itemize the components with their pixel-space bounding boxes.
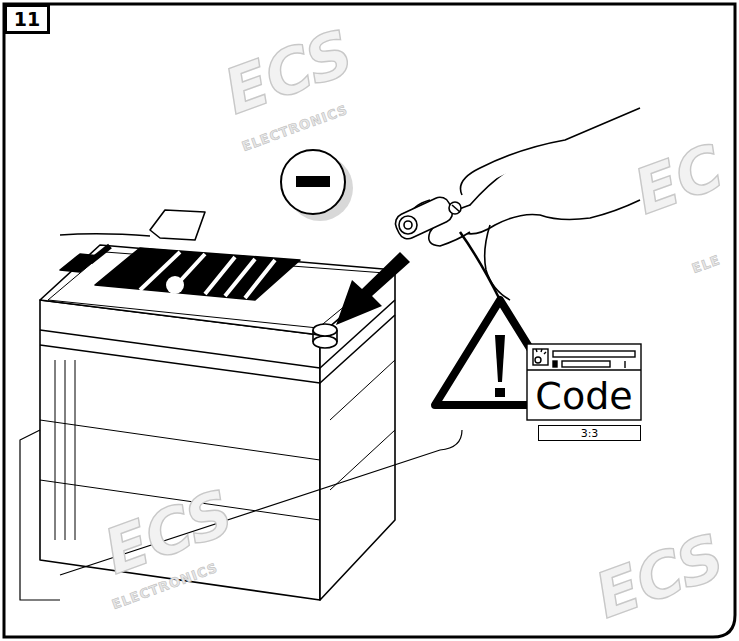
step-number: 11 xyxy=(4,4,50,34)
hand-with-terminal xyxy=(392,108,640,300)
code-counter-text: 3:3 xyxy=(581,428,599,439)
frame xyxy=(4,4,735,637)
code-display-text: Code xyxy=(535,377,632,415)
code-display: Code xyxy=(527,371,641,420)
watermark-logo: EC xyxy=(625,130,733,229)
step-number-text: 11 xyxy=(14,10,40,29)
code-counter: 3:3 xyxy=(538,425,641,441)
minus-symbol xyxy=(281,150,353,221)
watermark-logo: ECS xyxy=(586,520,733,633)
arrow xyxy=(336,252,410,325)
watermark-text: ELE xyxy=(690,252,722,276)
battery xyxy=(20,210,395,600)
radio-code-icon xyxy=(527,344,641,420)
